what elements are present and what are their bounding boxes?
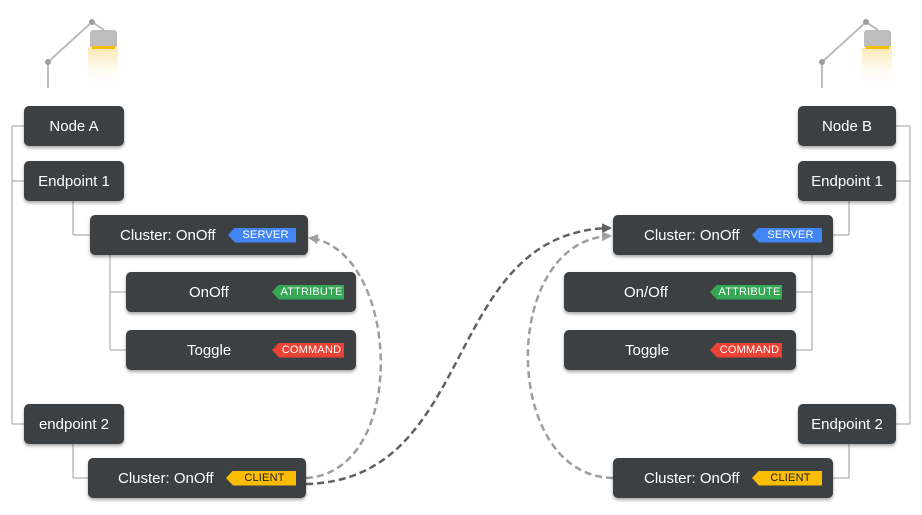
cluster-label: Cluster: OnOff	[644, 226, 740, 244]
command-tag: COMMAND	[710, 342, 782, 358]
cluster-label: Cluster: OnOff	[120, 226, 216, 244]
node-b-attribute: On/Off ATTRIBUTE	[564, 272, 796, 312]
client-tag: CLIENT	[752, 470, 822, 486]
endpoint-label: Endpoint 1	[811, 172, 883, 190]
node-a-command: Toggle COMMAND	[126, 330, 356, 370]
node-b-endpoint-2: Endpoint 2	[798, 404, 896, 444]
server-tag: SERVER	[228, 227, 296, 243]
endpoint-label: Endpoint 2	[811, 415, 883, 433]
command-label: Toggle	[625, 341, 670, 359]
endpoint-label: endpoint 2	[38, 415, 110, 433]
node-b-endpoint-1: Endpoint 1	[798, 161, 896, 201]
attribute-label: OnOff	[189, 283, 229, 301]
node-b-command: Toggle COMMAND	[564, 330, 796, 370]
client-tag: CLIENT	[226, 470, 296, 486]
node-a-label: Node A	[49, 117, 99, 135]
server-tag: SERVER	[752, 227, 822, 243]
cluster-label: Cluster: OnOff	[644, 469, 740, 487]
attribute-tag: ATTRIBUTE	[272, 284, 344, 300]
arrow-client-a-to-server-b	[305, 223, 612, 486]
node-a-box: Node A	[24, 106, 124, 146]
node-a-client-cluster: Cluster: OnOff CLIENT	[88, 458, 306, 498]
lamp-icon	[819, 19, 892, 88]
arrow-client-a-to-server-a	[305, 234, 382, 480]
node-b-box: Node B	[798, 106, 896, 146]
command-label: Toggle	[187, 341, 232, 359]
node-a-endpoint-1: Endpoint 1	[24, 161, 124, 201]
endpoint-label: Endpoint 1	[38, 172, 110, 190]
node-b-label: Node B	[821, 117, 873, 135]
attribute-tag: ATTRIBUTE	[710, 284, 782, 300]
node-b-server-cluster: Cluster: OnOff SERVER	[613, 215, 833, 255]
node-a-server-cluster: Cluster: OnOff SERVER	[90, 215, 308, 255]
lamp-icon	[45, 19, 118, 88]
node-a-endpoint-2: endpoint 2	[24, 404, 124, 444]
command-tag: COMMAND	[272, 342, 344, 358]
tree-lines-node-b	[796, 125, 911, 479]
attribute-label: On/Off	[624, 283, 668, 301]
tree-lines-node-a	[11, 125, 126, 479]
cluster-label: Cluster: OnOff	[118, 469, 214, 487]
node-b-client-cluster: Cluster: OnOff CLIENT	[613, 458, 833, 498]
node-a-attribute: OnOff ATTRIBUTE	[126, 272, 356, 312]
